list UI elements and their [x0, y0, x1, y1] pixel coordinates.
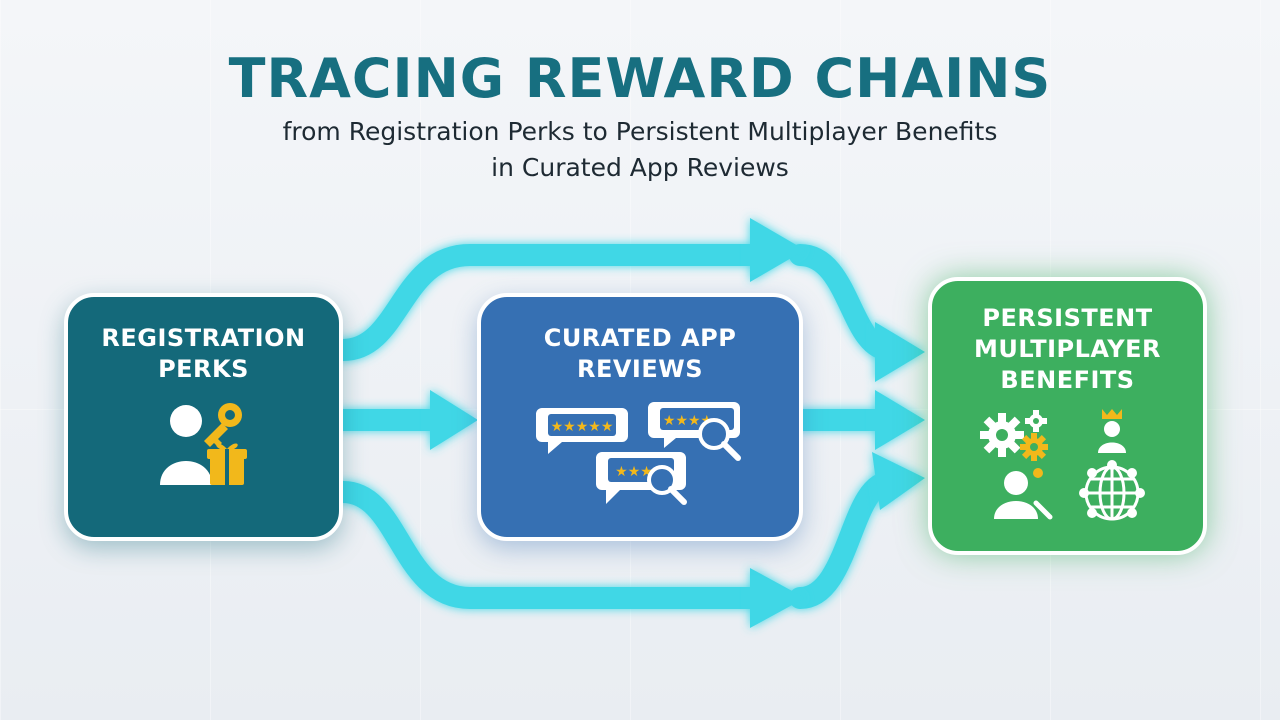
page-title: TRACING REWARD CHAINS [228, 47, 1052, 110]
arrowhead-top-benefits [875, 322, 925, 382]
magnifier-icon [647, 465, 687, 505]
reviews-icon-group: ★★★★★ ★★★★ ★★★ [536, 402, 741, 505]
gift-icon [207, 443, 247, 485]
arrowhead-top [750, 218, 805, 282]
crowned-user-icon [1098, 409, 1126, 453]
node-registration-label: REGISTRATION PERKS [101, 324, 306, 383]
star-rating-1: ★★★★★ [551, 419, 614, 435]
arrowhead-middle-left [430, 390, 478, 450]
gears-icon [980, 410, 1048, 461]
arrowhead-bottom [750, 568, 805, 628]
node-reviews-label: CURATED APP REVIEWS [543, 324, 737, 383]
node-registration-perks: REGISTRATION PERKS [64, 293, 343, 541]
arrowhead-bottom-benefits [872, 452, 925, 510]
page-subtitle: from Registration Perks to Persistent Mu… [282, 117, 998, 182]
star-rating-2: ★★★★ [663, 413, 713, 429]
flow-bottom-to-benefits-path [789, 471, 901, 609]
node-benefits-label: PERSISTENT MULTIPLAYER BENEFITS [974, 304, 1161, 394]
magnifier-icon [698, 418, 741, 461]
star-rating-3: ★★★ [615, 464, 653, 480]
benefits-icon-group [980, 409, 1145, 521]
user-search-icon [994, 468, 1053, 520]
arrowhead-middle-right [875, 390, 925, 450]
user-icon [160, 405, 212, 485]
key-icon [204, 403, 242, 447]
flow-top-path [332, 244, 771, 361]
registration-icon-group [160, 403, 247, 485]
review-bubble-icon: ★★★★★ [536, 408, 628, 454]
globe-network-icon [1079, 460, 1145, 521]
node-persistent-multiplayer-benefits: PERSISTENT MULTIPLAYER BENEFITS [928, 277, 1207, 555]
flow-bottom-path [332, 481, 771, 609]
node-curated-app-reviews: CURATED APP REVIEWS ★★★★★ ★★★★ ★★★ [477, 293, 803, 541]
header: TRACING REWARD CHAINS from Registration … [0, 48, 1280, 186]
